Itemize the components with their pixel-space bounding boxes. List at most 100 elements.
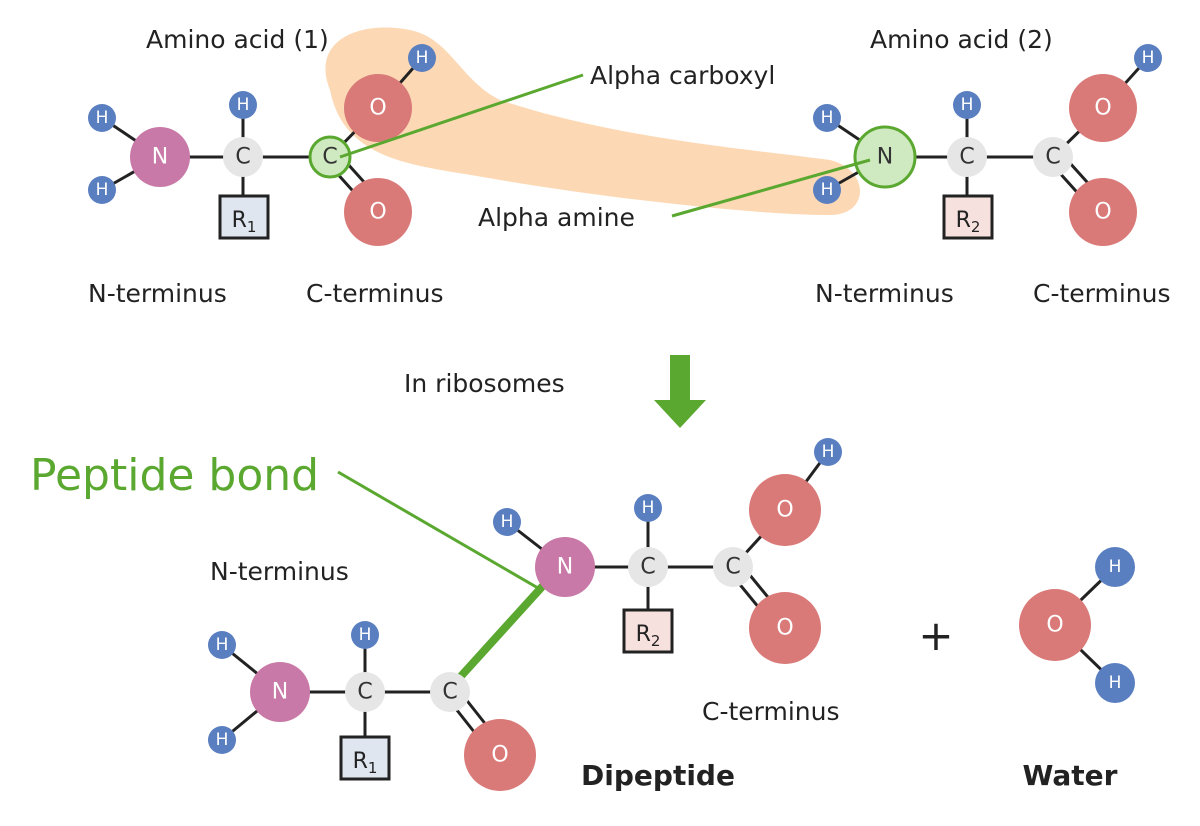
alpha-carboxyl-label: Alpha carboxyl [590, 61, 775, 90]
hydrogen-atom [229, 91, 257, 119]
amino-acid-2-n-terminus: N-terminus [815, 279, 954, 308]
dipeptide: N H H C H R1 C O N H C H R2 C O H O [208, 438, 842, 791]
alpha-carbon-atom [345, 672, 385, 712]
hydrogen-label: H [961, 95, 974, 115]
reaction-arrow-icon [654, 355, 706, 428]
carbon-label: C [235, 145, 250, 170]
oxygen-label: O [1046, 613, 1063, 638]
dipeptide-n-terminus: N-terminus [210, 557, 349, 586]
peptide-bond-title: Peptide bond [30, 450, 319, 501]
hydrogen-label: H [216, 730, 229, 750]
plus-sign: + [918, 611, 953, 660]
nitrogen-atom-highlighted [853, 125, 917, 189]
hydrogen-atom [814, 438, 842, 466]
oxygen-label: O [776, 616, 793, 641]
hydrogen-label: H [821, 180, 834, 200]
oxygen-label: O [369, 96, 386, 121]
carbon-label: C [1045, 145, 1060, 170]
hydrogen-atom [351, 621, 379, 649]
hydroxyl-oxygen-atom [749, 474, 821, 546]
hydroxyl-oxygen-atom [1069, 74, 1137, 142]
carbon-label: C [959, 145, 974, 170]
r1-group-box [218, 194, 270, 240]
nitrogen-atom [130, 127, 190, 187]
r2-group-label: R2 [636, 622, 661, 650]
nitrogen-label: N [877, 145, 893, 170]
alpha-carboxyl-leader-line [339, 73, 584, 159]
water-hydrogen-atom [1095, 663, 1135, 703]
r1-group-label: R1 [232, 208, 257, 236]
r1-group-box [339, 735, 391, 781]
amino-acid-1-title: Amino acid (1) [146, 25, 329, 54]
alpha-carbon-atom [223, 137, 263, 177]
hydrogen-label: H [821, 108, 834, 128]
carboxyl-carbon-atom [713, 547, 753, 587]
carbon-label: C [322, 145, 337, 170]
ribosomes-label: In ribosomes [404, 369, 565, 398]
nitrogen-atom [535, 537, 595, 597]
carbon-label: C [357, 680, 372, 705]
hydrogen-label: H [642, 498, 655, 518]
hydrogen-label: H [96, 180, 109, 200]
nitrogen-atom [250, 662, 310, 722]
hydrogen-label: H [1142, 48, 1155, 68]
r2-group-box [942, 194, 994, 240]
hydrogen-atom [634, 494, 662, 522]
hydrogen-atom [1134, 44, 1162, 72]
dipeptide-c-terminus: C-terminus [702, 697, 840, 726]
amino-acid-1: N H H C H R1 C O H O [88, 44, 436, 246]
hydrogen-atom [208, 726, 236, 754]
alpha-carbon-atom [628, 547, 668, 587]
water-label: Water [1023, 759, 1118, 792]
carbonyl-oxygen-atom [749, 592, 821, 664]
carbon-label: C [725, 555, 740, 580]
peptide-bond-leader-line [337, 470, 539, 590]
hydrogen-label: H [822, 442, 835, 462]
nitrogen-label: N [557, 555, 573, 580]
amino-acid-2-title: Amino acid (2) [870, 25, 1053, 54]
r2-group-box [622, 608, 674, 654]
carbonyl-carbon-atom [430, 672, 470, 712]
oxygen-label: O [369, 200, 386, 225]
oxygen-label: O [491, 743, 508, 768]
carbonyl-oxygen-atom [464, 719, 536, 791]
hydrogen-label: H [216, 635, 229, 655]
carbonyl-oxygen-atom [344, 178, 412, 246]
hydrogen-label: H [416, 48, 429, 68]
r2-group-label: R2 [956, 208, 981, 236]
hydrogen-atom [813, 176, 841, 204]
reaction-highlight-blob [325, 27, 860, 215]
hydrogen-atom [493, 508, 521, 536]
hydrogen-label: H [237, 95, 250, 115]
hydrogen-atom [408, 44, 436, 72]
amino-acid-2: N H H C H R2 C O H O [813, 44, 1162, 246]
alpha-amine-label: Alpha amine [478, 203, 635, 232]
dipeptide-label: Dipeptide [581, 759, 735, 792]
hydrogen-label: H [1109, 673, 1122, 693]
amino-acid-1-n-terminus: N-terminus [88, 279, 227, 308]
alpha-amine-leader-line [671, 158, 871, 218]
hydrogen-atom [813, 104, 841, 132]
hydrogen-label: H [96, 108, 109, 128]
oxygen-label: O [776, 498, 793, 523]
carboxyl-carbon-atom [1033, 137, 1073, 177]
alpha-carbon-atom [947, 137, 987, 177]
hydroxyl-oxygen-atom [344, 74, 412, 142]
carbonyl-oxygen-atom [1069, 178, 1137, 246]
oxygen-label: O [1094, 96, 1111, 121]
r1-group-label: R1 [353, 749, 378, 777]
amino-acid-2-c-terminus: C-terminus [1033, 279, 1171, 308]
water-hydrogen-atom [1095, 547, 1135, 587]
hydrogen-label: H [1109, 557, 1122, 577]
hydrogen-atom [208, 631, 236, 659]
water-molecule: O H H [1019, 547, 1135, 703]
hydrogen-atom [88, 176, 116, 204]
nitrogen-label: N [272, 680, 288, 705]
hydrogen-label: H [359, 625, 372, 645]
hydrogen-atom [953, 91, 981, 119]
carboxyl-carbon-atom [308, 135, 352, 179]
carbon-label: C [442, 680, 457, 705]
hydrogen-label: H [501, 512, 514, 532]
